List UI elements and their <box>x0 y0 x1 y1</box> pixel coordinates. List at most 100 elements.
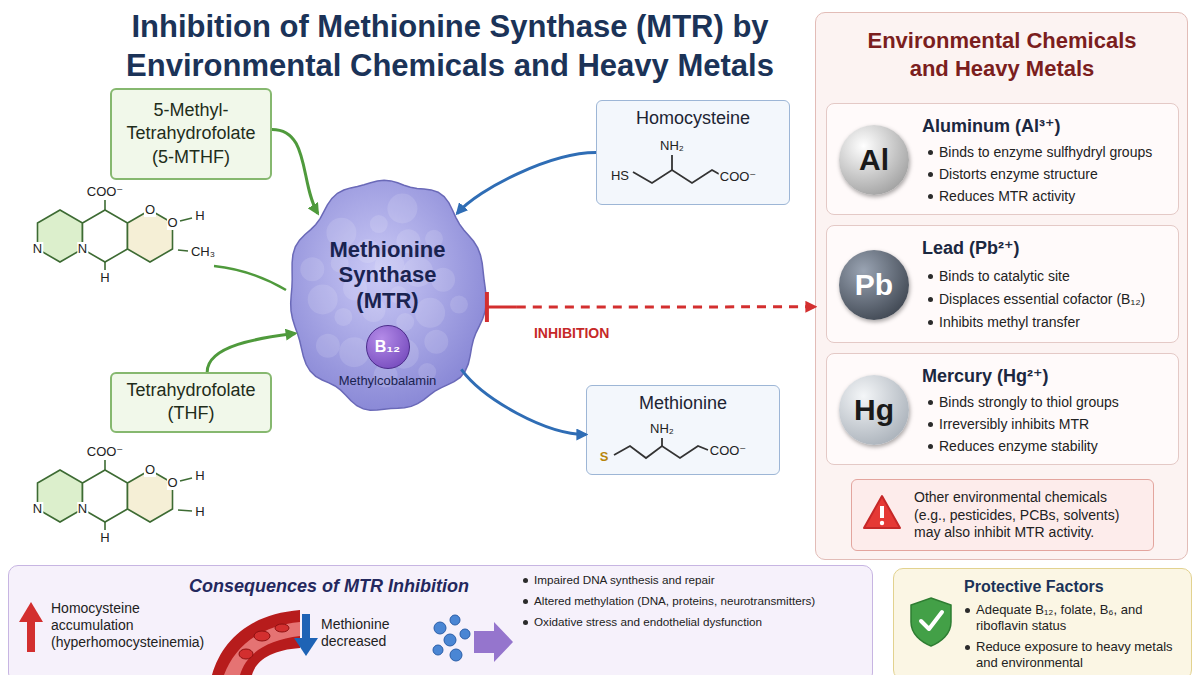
atom-label: O <box>144 463 156 477</box>
box-label: Methionine <box>587 393 779 414</box>
effect-item: Oxidative stress and endothelial dysfunc… <box>534 615 874 629</box>
connector <box>487 292 815 322</box>
side-panel: Environmental Chemicals and Heavy Metals… <box>815 12 1188 560</box>
connector-line <box>461 369 586 434</box>
consequence-panel: Consequences of MTR InhibitionHomocystei… <box>8 565 873 675</box>
atom-label: COO⁻ <box>86 445 124 459</box>
element-symbol: Pb <box>855 268 893 302</box>
atom-label: CH₃ <box>190 245 216 259</box>
box-label: Homocysteine <box>597 108 789 129</box>
effect-item: Reduces MTR activity <box>939 188 1175 205</box>
atom-label: H <box>194 469 205 483</box>
enzyme-texture <box>334 308 352 326</box>
enzyme-texture <box>387 194 417 224</box>
edge-label: INHIBITION <box>532 325 611 341</box>
panel-title: Protective Factors <box>964 578 1104 596</box>
metal-name: Aluminum (Al³⁺) <box>922 115 1060 137</box>
effect-item: Binds to catalytic site <box>939 268 1175 285</box>
element-sphere: Al <box>839 125 909 195</box>
folate-structure <box>180 218 192 221</box>
enzyme-texture <box>300 257 324 281</box>
atom-label: S <box>599 450 610 464</box>
enzyme-texture <box>316 334 340 358</box>
connector-line <box>272 129 318 213</box>
folate-structure <box>104 262 106 270</box>
effect-item: Inhibits methyl transfer <box>939 314 1175 331</box>
thf-structure <box>38 460 193 530</box>
atom-label: H <box>194 209 205 223</box>
effect-item: Binds to enzyme sulfhydryl groups <box>939 144 1175 161</box>
atom-label: NH₂ <box>649 422 675 436</box>
note-box: Other environmental chemicals (e.g., pes… <box>851 479 1154 551</box>
metal-name: Mercury (Hg²⁺) <box>922 365 1049 387</box>
enzyme-texture <box>450 296 468 314</box>
effect-item: Altered methylation (DNA, proteins, neur… <box>534 594 874 608</box>
metal-card: Mercury (Hg²⁺)Binds strongly to thiol gr… <box>826 353 1179 465</box>
connector-line <box>487 306 517 309</box>
enzyme-texture <box>308 284 338 314</box>
folate-box: Tetrahydrofolate (THF) <box>110 372 272 433</box>
protective-panel: Protective FactorsAdequate B₁₂, folate, … <box>893 568 1192 675</box>
product-box: Methionine <box>586 385 780 475</box>
note-text: Other environmental chemicals (e.g., pes… <box>914 489 1129 542</box>
thf-structure <box>83 470 128 522</box>
atom-label: N <box>77 242 88 256</box>
factor-item: Reduce exposure to heavy metals and envi… <box>976 639 1186 671</box>
connector <box>461 369 586 434</box>
folate-structure <box>83 210 128 262</box>
atom-label: O <box>166 476 178 490</box>
thf-structure <box>180 478 192 481</box>
folate-structure <box>104 200 106 210</box>
thf-structure <box>104 460 106 470</box>
cofactor-symbol: B₁₂ <box>375 338 400 356</box>
thf-structure <box>104 522 106 530</box>
folate-structure <box>178 250 188 251</box>
thf-structure <box>38 470 83 522</box>
folate-box: 5-Methyl-Tetrahydrofolate (5-MTHF) <box>110 88 272 180</box>
element-symbol: Hg <box>854 393 894 427</box>
effect-text: Methionine decreased <box>321 616 426 650</box>
panel-title: Consequences of MTR Inhibition <box>189 576 469 597</box>
panel-title: Environmental Chemicals and Heavy Metals <box>852 27 1152 82</box>
connector <box>457 153 596 214</box>
cofactor-circle: B₁₂ <box>366 325 410 369</box>
atom-label: H <box>99 271 110 285</box>
effect-item: Irreversibly inhibits MTR <box>939 416 1175 433</box>
folate-link-line <box>214 266 286 290</box>
effect-item: Displaces essential cofactor (B₁₂) <box>939 291 1175 308</box>
enzyme-texture <box>339 337 369 367</box>
atom-label: N <box>32 242 43 256</box>
box-label: 5-Methyl-Tetrahydrofolate (5-MTHF) <box>117 99 265 169</box>
effect-item: Distorts enzyme structure <box>939 166 1175 183</box>
connector <box>272 129 318 213</box>
atom-label: COO⁻ <box>86 185 124 199</box>
atom-label: H <box>194 505 205 519</box>
atom-label: COO⁻ <box>709 444 747 458</box>
atom-label: NH₂ <box>659 139 685 153</box>
enzyme-texture <box>424 330 448 354</box>
folate-structure <box>38 200 193 270</box>
box-label: Tetrahydrofolate (THF) <box>117 379 265 426</box>
enzyme-name: Methionine Synthase (MTR) <box>310 237 465 313</box>
connector-line <box>457 153 596 214</box>
atom-label: HS <box>610 169 630 183</box>
thf-structure <box>178 510 192 511</box>
enzyme-texture <box>415 298 445 328</box>
connector <box>207 333 295 372</box>
cofactor-name: Methylcobalamin <box>285 373 490 388</box>
atom-label: COO⁻ <box>719 170 757 184</box>
connector-line <box>207 333 295 372</box>
metal-card: Lead (Pb²⁺)Binds to catalytic siteDispla… <box>826 225 1179 343</box>
element-sphere: Pb <box>839 250 909 320</box>
atom-label: N <box>77 502 88 516</box>
atom-label: H <box>99 531 110 545</box>
atom-label: O <box>166 216 178 230</box>
atom-label: N <box>32 502 43 516</box>
enzyme-texture <box>370 215 388 233</box>
folate-structure <box>38 210 83 262</box>
diagram-title: Inhibition of Methionine Synthase (MTR) … <box>100 8 800 86</box>
enzyme-blob: Methionine Synthase (MTR) Methylcobalamin… <box>285 175 490 415</box>
atom-label: O <box>144 203 156 217</box>
connector-line <box>517 305 815 308</box>
